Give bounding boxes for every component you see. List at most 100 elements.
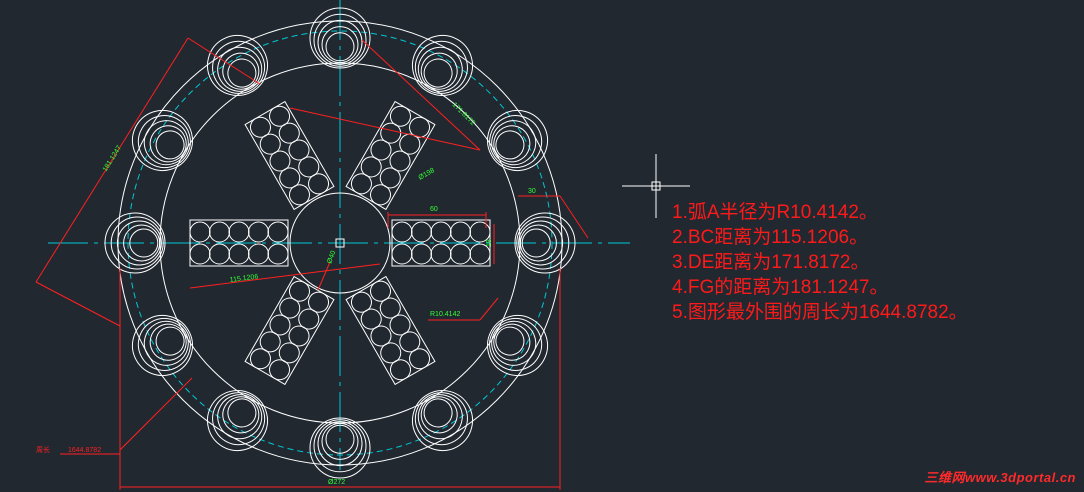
lobe-arc — [420, 52, 458, 90]
dim-fg-ext1 — [187, 37, 261, 85]
perimeter-leader — [119, 377, 193, 451]
perimeter-label: 周长 — [36, 445, 50, 454]
slot-circle — [269, 105, 291, 127]
slot-circle — [267, 221, 289, 243]
lobe-arc — [487, 110, 549, 171]
dim-hub-leader — [317, 261, 331, 291]
slot — [244, 275, 335, 386]
note-4: 4.FG的距离为181.1247。 — [672, 277, 889, 298]
lobe-arc — [212, 392, 266, 446]
lobe-arc — [137, 317, 191, 371]
dim-fg-text: 181.1247 — [102, 144, 123, 173]
dim-arc-r-text: R10.4142 — [430, 311, 460, 318]
slot-outline — [244, 100, 335, 211]
lobe-arc — [149, 125, 187, 163]
lobe-arc — [325, 32, 355, 62]
slot-circle — [411, 221, 432, 243]
lobe-arc — [519, 224, 557, 262]
dim-60-text: 60 — [430, 206, 438, 213]
part-geometry — [104, 7, 576, 479]
rim-lobe — [487, 315, 549, 376]
hub-circle — [289, 192, 391, 294]
lobe-arc — [489, 115, 543, 169]
slot — [189, 219, 289, 267]
dim-fg-ext2 — [35, 281, 121, 327]
lobe-arc — [110, 216, 164, 270]
slot-outline — [345, 100, 436, 211]
lobe-arc — [493, 125, 531, 163]
construction-circle — [127, 30, 553, 456]
lobe-arc — [489, 317, 543, 371]
lobe-arc — [143, 320, 189, 366]
dim-hub-text: Ø40 — [326, 250, 337, 265]
lobe-arc — [313, 13, 367, 67]
lobe-arc — [317, 421, 363, 467]
rim-lobe — [104, 212, 166, 274]
dim-fg-line — [35, 37, 189, 283]
note-3: 3.DE距离为171.8172。 — [672, 252, 870, 273]
lobe-arc — [137, 115, 191, 169]
cursor-crosshair — [622, 154, 690, 218]
slot-circle — [209, 243, 230, 265]
slot-outline — [345, 275, 436, 386]
lobe-arc — [417, 46, 463, 92]
slot-circle — [389, 105, 411, 127]
dim-18-text: 18 — [486, 239, 493, 247]
dim-bc-text: 115.1206 — [229, 274, 258, 284]
slot-circle — [469, 221, 491, 243]
rim-lobe — [207, 390, 268, 452]
lobe-arc — [309, 7, 371, 69]
note-1: 1.弧A半径为R10.4142。 — [672, 202, 878, 223]
rim-lobe — [309, 7, 371, 69]
lobe-arc — [143, 120, 189, 166]
dim-overall-text: Ø272 — [328, 479, 345, 486]
perimeter-label-group: 周长 1644.8782 — [36, 445, 101, 454]
lobe-arc — [129, 228, 159, 258]
slot-circle — [249, 116, 271, 138]
dim-r198-line — [289, 107, 481, 151]
dimension-lines — [35, 37, 589, 490]
lobe-arc — [518, 220, 564, 266]
slot-circle — [228, 221, 250, 243]
lobe-arc — [414, 40, 468, 94]
slot — [244, 100, 335, 211]
lobe-arc — [212, 40, 266, 94]
slot-circle — [189, 243, 211, 265]
lobe-arc — [412, 34, 473, 96]
lobe-arc — [325, 424, 355, 454]
slot-outline — [244, 275, 335, 386]
lobe-arc — [317, 19, 363, 65]
rim-lobe — [131, 315, 193, 376]
watermark: 三维网www.3dportal.cn — [924, 470, 1076, 485]
lobe-arc — [149, 323, 187, 361]
rim-lobe — [207, 34, 268, 96]
lobe-arc — [217, 394, 263, 440]
lobe-arc — [155, 130, 185, 160]
lobe-arc — [207, 390, 268, 452]
slot-circle — [269, 359, 291, 381]
rim-lobe — [412, 390, 473, 452]
slot — [345, 100, 436, 211]
dim-r198-text: Ø198 — [418, 167, 436, 182]
lobe-arc — [155, 326, 185, 356]
lobe-arc — [222, 52, 260, 90]
note-2: 2.BC距离为115.1206。 — [672, 227, 869, 248]
lobe-arc — [321, 422, 359, 460]
lobe-arc — [521, 228, 551, 258]
dim-de-text: 171.8172 — [451, 101, 477, 127]
lobe-arc — [131, 110, 193, 171]
slot-circle — [209, 221, 230, 243]
dim-r-leader2 — [479, 297, 499, 321]
slot-circle — [228, 243, 250, 265]
lobe-arc — [313, 419, 367, 473]
slot-circle — [430, 221, 452, 243]
lobe-arc — [321, 26, 359, 64]
slot-outline — [391, 219, 491, 267]
dim-30-ext — [559, 195, 589, 239]
outer-rim — [117, 20, 563, 466]
lobe-arc — [420, 396, 458, 434]
lobe-arc — [495, 130, 525, 160]
lobe-arc — [227, 58, 257, 88]
slot-circle — [391, 243, 413, 265]
